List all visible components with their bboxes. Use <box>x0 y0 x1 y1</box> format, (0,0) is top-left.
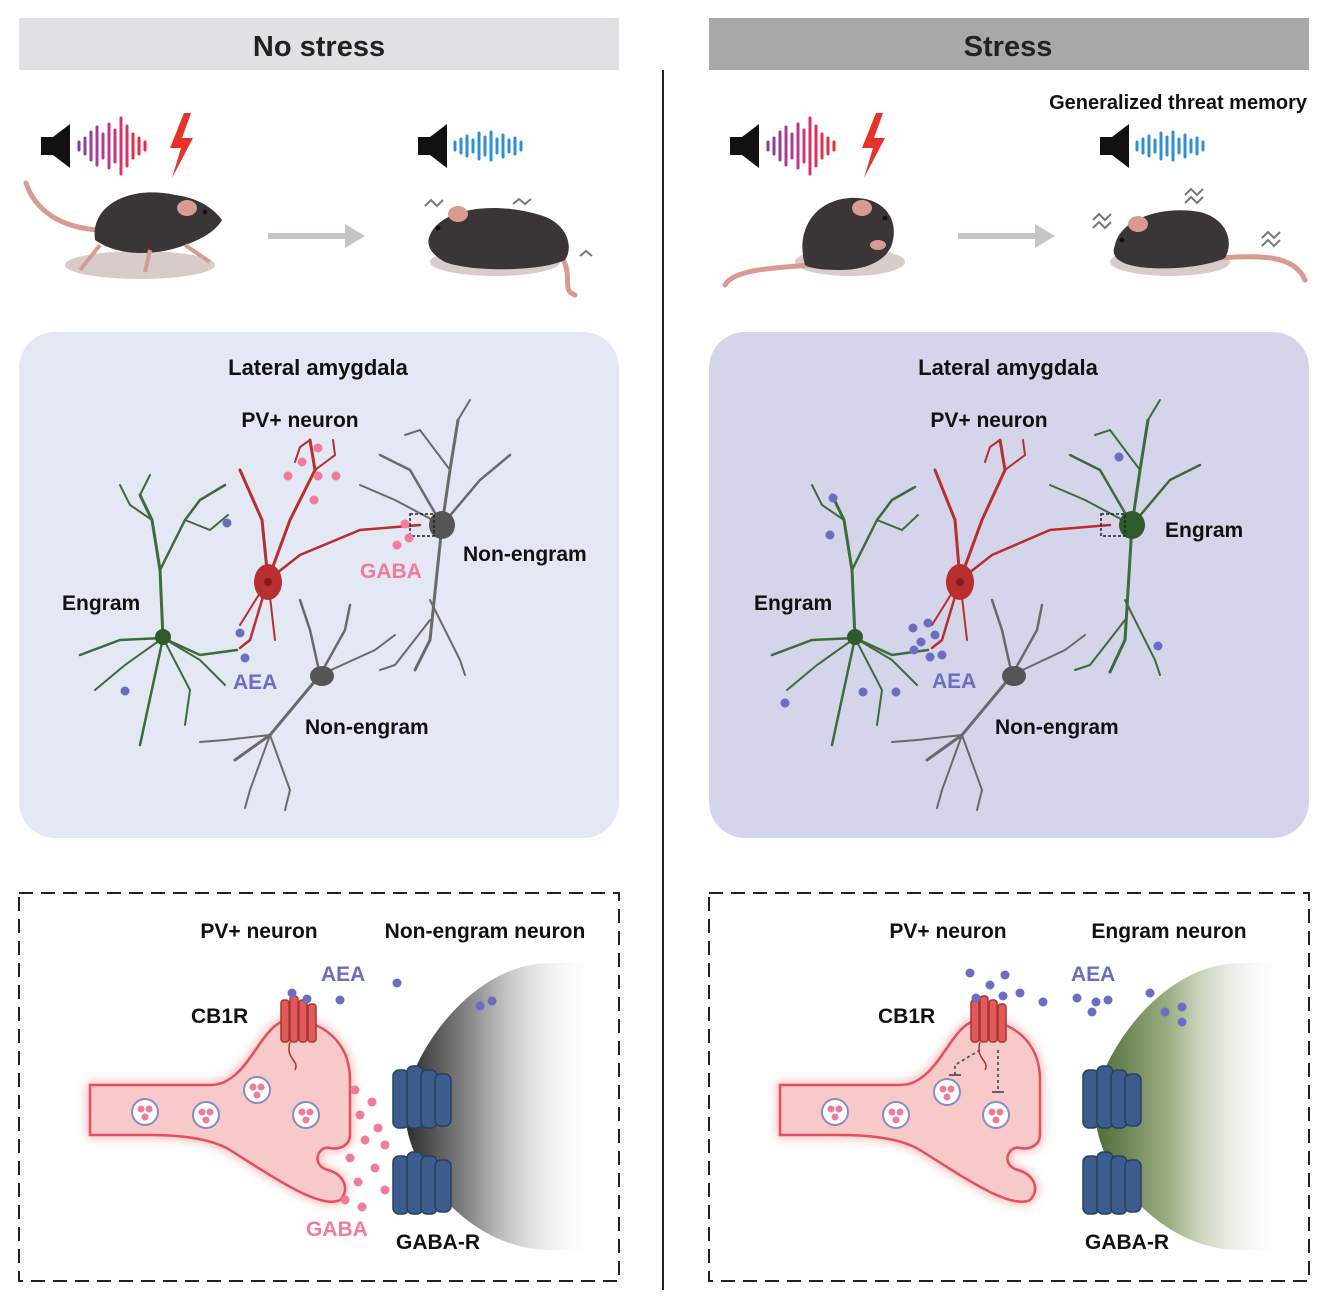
right-vesicles <box>821 1078 1010 1129</box>
right-engram-right-neuron <box>1049 399 1202 676</box>
right-engram-right-label: Engram <box>1165 519 1243 542</box>
right-gaba-r-label: GABA-R <box>1085 1231 1169 1254</box>
mouse-walking-icon <box>23 180 222 279</box>
left-synapse-detail-box <box>18 892 620 1282</box>
left-gaba-receptor-1 <box>392 1065 452 1129</box>
right-conditioning-row <box>722 113 1308 288</box>
left-cb1r-receptor <box>280 995 317 1071</box>
right-gaba-receptor-1 <box>1082 1065 1142 1129</box>
left-synapse-pv-label: PV+ neuron <box>200 920 317 943</box>
right-panel: Stress Generalized threat memory <box>708 18 1310 1282</box>
left-vesicles <box>131 1076 320 1129</box>
mouse-freezing-icon <box>424 197 593 298</box>
left-pv-nucleus <box>264 578 272 586</box>
left-amygdala-box <box>19 332 619 838</box>
right-pv-label: PV+ neuron <box>930 409 1047 432</box>
left-synapse-target-label: Non-engram neuron <box>385 920 586 943</box>
mouse-sitting-icon <box>722 197 905 288</box>
right-pv-nucleus <box>956 578 964 586</box>
right-aea-synapse-dots <box>965 968 1187 1027</box>
left-nonengram-top-soma <box>429 511 455 539</box>
left-engram-label: Engram <box>62 592 140 615</box>
tone-wave-icon <box>766 116 836 176</box>
speaker-icon <box>418 124 447 168</box>
right-engram-right-soma <box>1119 511 1145 539</box>
left-pv-label: PV+ neuron <box>241 409 358 432</box>
right-transition-arrow-head <box>1035 224 1055 248</box>
left-synapse-aea-label: AEA <box>321 963 365 986</box>
left-aea-dots <box>120 518 250 696</box>
right-nonengram-neuron <box>891 598 1086 811</box>
left-aea-label: AEA <box>233 671 277 694</box>
speaker-icon <box>41 124 70 168</box>
left-pv-neuron <box>238 438 422 650</box>
shock-bolt-icon <box>862 113 885 178</box>
right-engram-left-soma <box>847 629 863 645</box>
right-engram-left-label: Engram <box>754 592 832 615</box>
tone-wave-icon <box>1135 130 1205 162</box>
left-synapse-zoom-box <box>409 513 435 537</box>
right-amygdala-box <box>709 332 1309 838</box>
left-nonengram-top-neuron <box>359 399 512 676</box>
right-synapse-zoom-box <box>1100 513 1126 537</box>
right-header-title: Stress <box>964 31 1053 63</box>
right-aea-dots <box>780 452 1163 708</box>
left-gaba-dots <box>283 443 414 550</box>
left-header-bar <box>19 18 619 70</box>
mouse-freezing-icon <box>1092 187 1308 283</box>
left-nonengram-top-label: Non-engram <box>463 543 587 566</box>
left-conditioning-row <box>23 113 593 298</box>
left-transition-arrow-head <box>345 224 365 248</box>
right-header-bar <box>709 18 1309 70</box>
right-inhibition-arrows <box>949 1049 1004 1093</box>
tone-wave-icon <box>77 116 147 176</box>
left-gaba-label: GABA <box>360 560 422 583</box>
left-nonengram-bottom-soma <box>310 666 334 686</box>
right-cb1r-label: CB1R <box>878 1005 935 1028</box>
right-vesicle-gaba <box>827 1085 1004 1124</box>
left-engram-neuron <box>78 474 239 747</box>
left-nonengram-membrane <box>405 963 595 1250</box>
right-synapse-aea-label: AEA <box>1071 963 1115 986</box>
speaker-icon <box>1100 124 1129 168</box>
right-pv-neuron <box>930 438 1112 650</box>
left-gaba-r-label: GABA-R <box>396 1231 480 1254</box>
right-nonengram-soma <box>1002 666 1026 686</box>
left-vesicle-gaba <box>137 1083 314 1124</box>
right-nonengram-label: Non-engram <box>995 716 1119 739</box>
tone-wave-icon <box>453 130 523 162</box>
left-aea-synapse-dots <box>287 978 497 1011</box>
right-gaba-receptor-2 <box>1082 1151 1142 1215</box>
left-header-title: No stress <box>253 31 385 63</box>
right-synapse-target-label: Engram neuron <box>1091 920 1246 943</box>
left-engram-soma <box>155 629 171 645</box>
left-panel: No stress <box>18 18 620 1282</box>
left-cb1r-label: CB1R <box>191 1005 248 1028</box>
right-region-title: Lateral amygdala <box>918 355 1099 380</box>
right-aea-label: AEA <box>932 670 976 693</box>
right-engram-membrane <box>1095 963 1285 1250</box>
right-synapse-detail-box <box>708 892 1310 1282</box>
left-nonengram-bottom-label: Non-engram <box>305 716 429 739</box>
left-nonengram-bottom-neuron <box>199 598 396 811</box>
left-region-title: Lateral amygdala <box>228 355 409 380</box>
shock-bolt-icon <box>170 113 193 178</box>
speaker-icon <box>730 124 759 168</box>
right-subtitle: Generalized threat memory <box>1049 92 1308 114</box>
left-synapse-gaba-label: GABA <box>306 1218 368 1241</box>
left-gaba-receptor-2 <box>392 1151 452 1215</box>
left-released-gaba <box>340 1085 390 1212</box>
right-synapse-pv-label: PV+ neuron <box>889 920 1006 943</box>
